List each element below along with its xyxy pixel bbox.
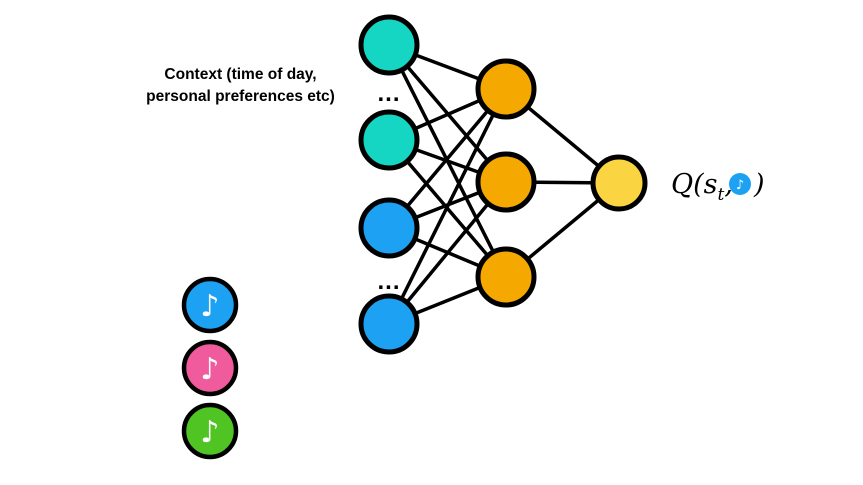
input-node-song-1 <box>358 197 420 259</box>
q-value-label: Q(st, ♪ ) <box>671 169 765 205</box>
q-label-text: Q(st, <box>671 169 733 205</box>
music-icon-circle <box>181 339 239 397</box>
q-label-comma: , <box>724 169 733 200</box>
q-label-close-paren: ) <box>753 169 765 200</box>
hidden-node-2 <box>475 151 537 213</box>
q-label-music-note-glyph: ♪ <box>736 178 744 193</box>
q-label-main: Q(s <box>671 169 718 200</box>
song-icon-blue: ♪ <box>181 276 239 334</box>
song-icon-green: ♪ <box>181 402 239 460</box>
context-label: Context (time of day, personal preferenc… <box>118 64 363 108</box>
ellipsis-text: ... <box>377 268 400 295</box>
music-note-glyph: ♪ <box>200 415 219 450</box>
context-label-line2: personal preferences etc) <box>146 88 335 105</box>
edge-line <box>387 87 508 326</box>
song-icon-pink: ♪ <box>181 339 239 397</box>
hidden-node-1 <box>475 58 537 120</box>
music-icon-circle <box>181 402 239 460</box>
music-note-glyph: ♪ <box>200 352 219 387</box>
hidden-node-3 <box>475 246 537 308</box>
ellipsis-text: ... <box>377 80 400 107</box>
music-note-glyph: ♪ <box>200 289 219 324</box>
edge-line <box>387 180 508 326</box>
q-label-subscript: t <box>718 185 725 205</box>
input-node-song-2 <box>358 293 420 355</box>
q-label-music-icon <box>729 173 751 195</box>
output-node <box>590 154 648 212</box>
input-node-context-1 <box>358 14 420 76</box>
input-node-context-2 <box>358 109 420 171</box>
music-icon-circle <box>181 276 239 334</box>
context-label-line1: Context (time of day, <box>164 66 317 83</box>
